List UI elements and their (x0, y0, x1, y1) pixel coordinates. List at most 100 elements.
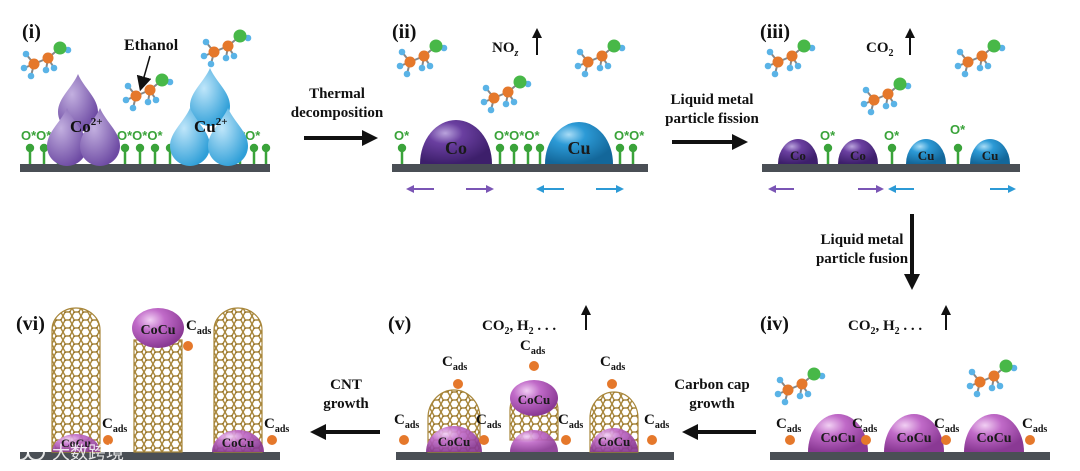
ethanol-molecule-icon (19, 40, 73, 81)
co-particle-label: Co (790, 148, 806, 163)
ethanol-molecule-icon (859, 76, 913, 117)
cads-label: Cads (520, 338, 545, 357)
arrow-carbon-cap-growth: Carbon cap growth (674, 377, 756, 440)
cads-label: Cads (776, 416, 801, 435)
panel-iv: (iv) CO2, H2 . . . CoCu CoCu CoCu Cads C… (760, 305, 1050, 460)
ethanol-molecule-icon (479, 74, 533, 115)
substrate-ii (392, 164, 648, 172)
arrow-label-line1: CNT (330, 377, 362, 393)
o-star-iii-2: O* (884, 128, 900, 143)
panel-ii: (ii) NOz Co Cu O* O*O*O* O*O* (392, 21, 648, 193)
motion-arrows-ii (406, 185, 624, 193)
arrow-label-line2: decomposition (291, 105, 384, 121)
co-ion-label: Co2+ (70, 116, 103, 136)
cads-label: Cads (102, 416, 127, 435)
o-star-i-1: O*O* (21, 128, 52, 143)
step-label-vi: (vi) (16, 313, 45, 335)
o-star-i-2: O*O*O* (117, 128, 163, 143)
cocu-label: CoCu (140, 323, 175, 338)
cocu-particle (212, 430, 264, 452)
cads-label: Cads (442, 354, 467, 373)
carbon-adatoms-vi (103, 341, 277, 445)
cu-particle (906, 139, 946, 164)
substrate-iv (770, 452, 1050, 460)
panel-vi: (vi) CoCu CoCu CoCu Cads Cads Cads (16, 307, 289, 460)
co2-h2-label: CO2, H2 . . . (482, 318, 556, 337)
substrate-iii (762, 164, 1020, 172)
arrow-label-line1: Thermal (309, 86, 365, 102)
arrow-label-line1: Carbon cap (674, 377, 749, 393)
cu-particle-label: Cu (918, 148, 935, 163)
cocu-particle (884, 414, 944, 452)
ethanol-pointer-arrow (136, 55, 152, 92)
ethanol-molecule-icon (199, 28, 253, 69)
watermark-text: 大数跨境 (52, 443, 124, 464)
o-star-ii-2: O*O*O* (494, 128, 540, 143)
substrate-vi (20, 452, 280, 460)
cocu-particle-tip (132, 308, 184, 348)
cocu-label: CoCu (598, 434, 631, 449)
cocu-particle (590, 428, 638, 452)
cads-label: Cads (852, 416, 877, 435)
cads-label: Cads (394, 412, 419, 431)
arrow-label-line2: growth (689, 396, 735, 412)
cocu-label: CoCu (896, 431, 931, 446)
cads-label: Cads (1022, 416, 1047, 435)
arrow-cnt-growth: CNT growth (310, 377, 380, 440)
step-label-iii: (iii) (760, 21, 790, 43)
cads-label: Cads (264, 416, 289, 435)
cocu-label: CoCu (222, 435, 255, 450)
cocu-label: CoCu (61, 436, 91, 450)
substrate-v (396, 452, 674, 460)
cocu-label: CoCu (518, 392, 551, 407)
cads-label: Cads (186, 318, 211, 337)
substrate-i (20, 164, 270, 172)
cu-ion-label: Cu2+ (194, 116, 228, 136)
co-particle (838, 139, 878, 164)
watermark: 大数跨境 (11, 443, 124, 464)
cocu-particle (808, 414, 868, 452)
cocu-particle (426, 426, 482, 452)
step-label-v: (v) (388, 313, 411, 335)
cocu-label: CoCu (438, 434, 471, 449)
cocu-particle (510, 430, 558, 452)
panel-iii: (iii) CO2 Co Co Cu Cu O* O* O* (760, 21, 1020, 193)
o-star-ii-1: O* (394, 128, 410, 143)
cu-particle-label: Cu (982, 148, 999, 163)
cu-particle (970, 139, 1010, 164)
o-star-ii-3: O*O* (614, 128, 645, 143)
cads-label: Cads (934, 416, 959, 435)
arrow-label-line2: particle fusion (816, 251, 909, 267)
ethanol-molecule-icon (953, 38, 1007, 79)
ethanol-label: Ethanol (124, 37, 179, 54)
step-label-ii: (ii) (392, 21, 416, 43)
co2-label: CO2 (866, 40, 894, 59)
ethanol-molecule-icon (573, 38, 627, 79)
cu-particle (545, 122, 613, 164)
o-star-iii-1: O* (820, 128, 836, 143)
arrow-label-line1: Liquid metal (671, 92, 754, 108)
cocu-label: CoCu (820, 431, 855, 446)
arrow-label-line1: Liquid metal (821, 232, 904, 248)
arrow-thermal-decomposition: Thermal decomposition (291, 86, 384, 146)
step-label-i: (i) (22, 21, 41, 43)
carbon-nanotube (133, 339, 183, 453)
co-particle (420, 120, 492, 164)
arrow-label-line2: particle fission (665, 111, 759, 127)
carbon-adatoms-iv (785, 435, 1035, 445)
co-particle-label: Co (850, 148, 866, 163)
arrow-particle-fusion: Liquid metal particle fusion (816, 214, 920, 290)
cads-label: Cads (644, 412, 669, 431)
cocu-particle-lifted (510, 380, 558, 416)
panel-v: (v) CO2, H2 . . . CoCu CoCu CoCu Cads Ca… (388, 305, 674, 460)
ethanol-molecule-icon (121, 72, 175, 113)
cocu-label: CoCu (976, 431, 1011, 446)
ethanol-molecule-icon (763, 38, 817, 79)
panel-i: (i) O*O* O*O*O* O*O* Co2+ Cu2+ Ethanol (19, 21, 272, 172)
arrow-label-line2: growth (323, 396, 369, 412)
co2-h2-label: CO2, H2 . . . (848, 318, 922, 337)
cocu-particle (52, 434, 100, 452)
cu-particle-label: Cu (567, 138, 590, 158)
step-label-iv: (iv) (760, 313, 789, 335)
